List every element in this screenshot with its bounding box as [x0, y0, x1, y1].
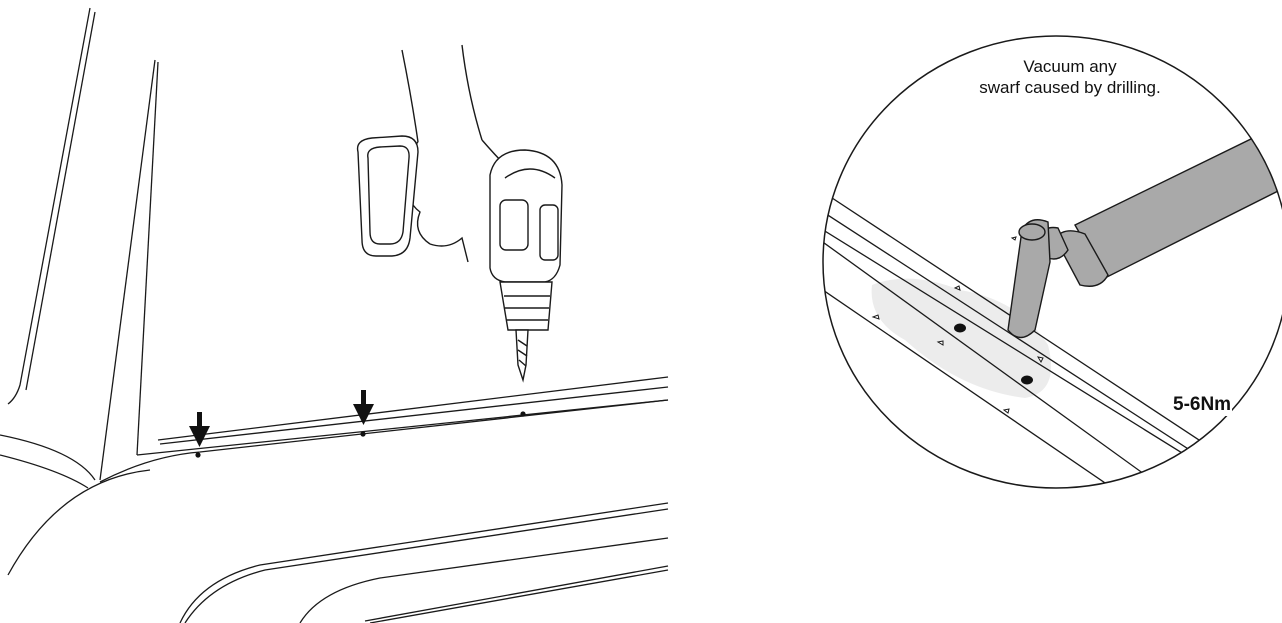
torque-label: 5-6Nm: [1172, 394, 1233, 416]
hole-right: [520, 411, 526, 417]
hole-middle: [360, 431, 366, 437]
swarf-chips: [871, 236, 1044, 414]
swarf-area: [871, 278, 1052, 398]
vacuum-nozzle-icon: [1007, 113, 1282, 339]
hole-left: [195, 452, 201, 458]
drilled-holes: [195, 411, 526, 458]
detail-view: [823, 113, 1282, 488]
detail-circle-outline: [822, 35, 1282, 489]
down-arrow-icon: [353, 390, 374, 425]
vehicle-body-illustration: [0, 7, 669, 623]
drill-icon: [356, 135, 563, 383]
caption-line-1: Vacuum any: [1023, 57, 1117, 76]
detail-holes: [954, 323, 1033, 385]
detail-caption: Vacuum any swarf caused by drilling.: [930, 56, 1210, 98]
down-arrow-icon: [189, 412, 210, 447]
caption-line-2: swarf caused by drilling.: [979, 78, 1161, 97]
